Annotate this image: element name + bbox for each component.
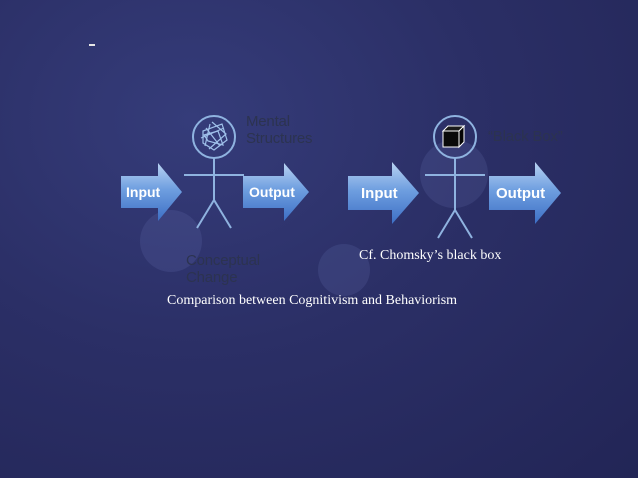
conceptual-change-line-1: Conceptual — [186, 252, 260, 269]
cognitivism-input-label: Input — [126, 184, 161, 200]
decor-bubble — [140, 210, 202, 272]
dash-mark — [89, 44, 95, 46]
cube-icon — [441, 124, 466, 149]
tangled-lines-icon — [200, 121, 228, 151]
mental-structures-label: Mental Structures — [246, 113, 313, 147]
cognitivism-output-label: Output — [249, 184, 295, 200]
conceptual-change-line-2: Change — [186, 269, 238, 286]
cognitivism-output-arrow — [243, 163, 309, 221]
mental-structures-line-2: Structures — [246, 130, 313, 147]
chomsky-caption: Cf. Chomsky’s black box — [359, 248, 502, 263]
conceptual-change-label: Conceptual Change — [186, 252, 260, 286]
mental-structures-line-1: Mental — [246, 113, 290, 130]
behaviorism-input-arrow — [348, 162, 419, 224]
cognitivism-figure — [184, 115, 244, 229]
black-box-label: “Black Box” — [488, 128, 563, 145]
decor-bubble — [318, 244, 370, 296]
behaviorism-figure — [425, 115, 485, 239]
cognitivism-input-arrow — [121, 163, 182, 221]
behaviorism-input-label: Input — [361, 185, 398, 202]
behaviorism-output-arrow — [489, 162, 561, 224]
comparison-caption: Comparison between Cognitivism and Behav… — [167, 293, 458, 308]
behaviorism-output-label: Output — [496, 185, 546, 202]
